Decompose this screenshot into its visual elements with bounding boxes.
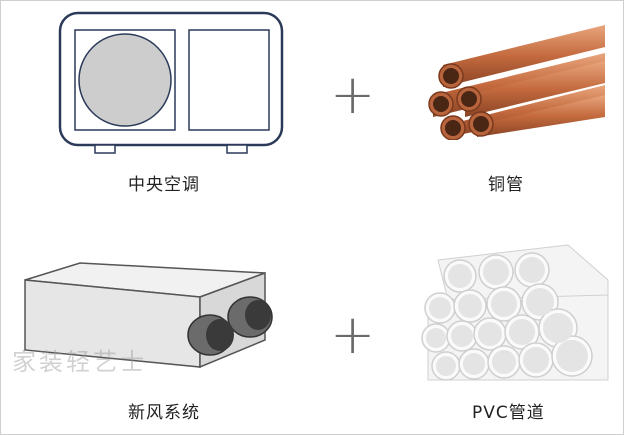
copper-pipe-label: 铜管 (488, 175, 524, 195)
central-ac-illustration (58, 11, 284, 154)
plus-operator-bottom: + (330, 303, 376, 366)
copper-pipe-image (428, 25, 605, 140)
duct-port-front (187, 314, 234, 356)
ac-foot-left (94, 144, 116, 154)
fresh-air-illustration (24, 262, 273, 369)
plus-operator-top: + (330, 63, 376, 126)
pvc-pipe-image (421, 244, 609, 381)
duct-port-rear (227, 296, 273, 338)
ac-foot-right (226, 144, 248, 154)
ac-side-panel (188, 29, 270, 131)
watermark: 家装轻艺士 (12, 348, 147, 376)
ac-fan (78, 33, 172, 127)
fresh-air-label: 新风系统 (128, 403, 200, 423)
central-ac-label: 中央空调 (128, 175, 200, 195)
pvc-pipe-holes (426, 257, 588, 376)
pvc-pipe-label: PVC管道 (472, 403, 545, 423)
